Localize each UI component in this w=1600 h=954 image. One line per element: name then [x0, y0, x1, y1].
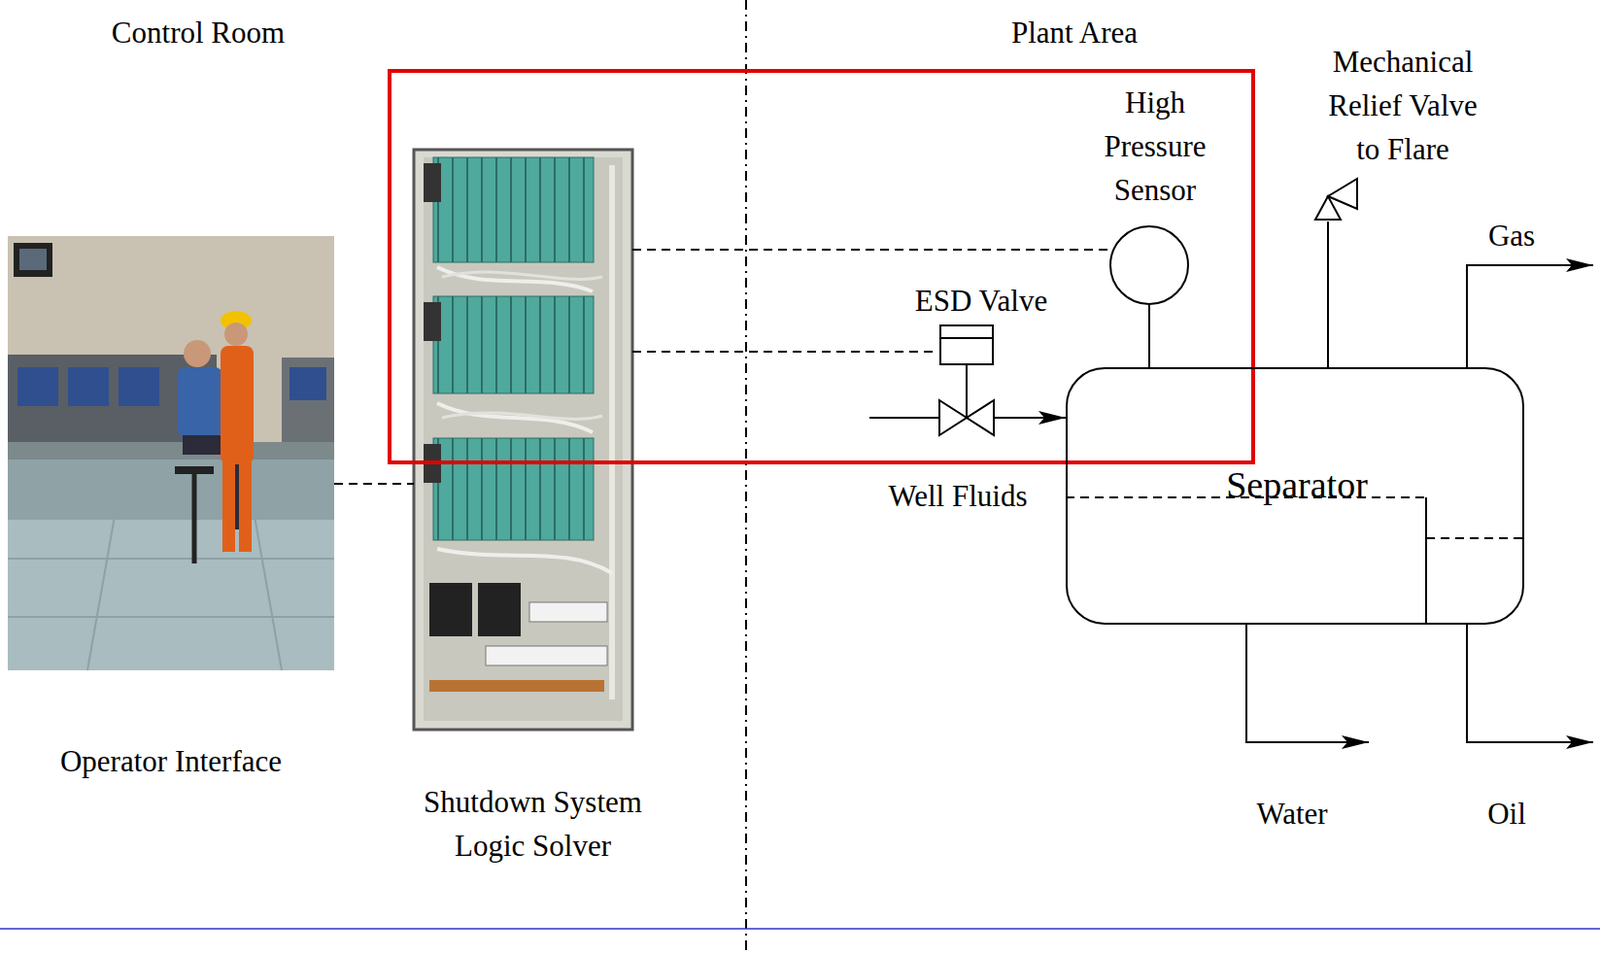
node-label: ESD Valve: [915, 278, 1048, 323]
footer-rule: [0, 927, 1600, 930]
signal-line: [632, 350, 939, 353]
separator-vessel: Separator: [1065, 367, 1525, 625]
esd-valve-outline: [938, 324, 995, 438]
signal-line: [632, 248, 1113, 251]
node-label: High Pressure Sensor: [1077, 80, 1233, 212]
operator-body: [177, 367, 223, 438]
console: [281, 357, 335, 445]
process-line: [1327, 221, 1329, 368]
valve-stem: [965, 364, 968, 418]
tv-screen: [19, 248, 47, 271]
operator-head: [183, 340, 211, 368]
area-label: Gas: [1485, 213, 1538, 258]
node-label: Separator: [1225, 461, 1368, 509]
io-rack: [433, 157, 594, 263]
oil-level: [1426, 537, 1525, 540]
wiring: [442, 412, 603, 419]
area-label: Well Fluids: [885, 474, 1030, 518]
relief-triangle: [1327, 178, 1358, 209]
water-outlet: [1246, 624, 1369, 743]
power-module: [423, 163, 442, 203]
earth-bar: [429, 680, 605, 692]
sensor-circle: [1110, 226, 1189, 305]
floor-tile: [7, 615, 335, 618]
console-screen: [68, 367, 109, 407]
terminal-row: [485, 646, 608, 666]
room-wall: [7, 236, 335, 671]
wiring: [437, 548, 613, 574]
io-rack: [433, 438, 594, 541]
wiring: [442, 272, 603, 279]
gas-outlet: [1466, 265, 1594, 368]
weir: [1425, 497, 1428, 625]
area-label: Water: [1253, 791, 1330, 836]
zone-divider: [745, 0, 748, 954]
area-label: Oil: [1484, 791, 1530, 836]
engineer-body: [220, 345, 254, 465]
esd-valve: ESD Valve: [938, 324, 995, 438]
console-screen: [118, 367, 160, 407]
desk-body: [7, 459, 335, 520]
area-label: Plant Area: [1008, 10, 1141, 55]
node-label: Mechanical Relief Valve to Flare: [1315, 39, 1491, 171]
engineer-head: [224, 322, 248, 346]
floor-tile: [252, 505, 282, 671]
power-module: [423, 302, 442, 341]
valve-body: [939, 400, 967, 436]
node-label: Operator Interface: [60, 739, 282, 783]
operator-interface: Operator Interface: [7, 236, 335, 671]
io-rack: [433, 296, 594, 394]
process-line: [1148, 305, 1151, 368]
stool: [192, 474, 198, 564]
relief-valve: Mechanical Relief Valve to Flare: [1306, 174, 1365, 222]
terminal-row: [529, 602, 608, 622]
logic-solver: Shutdown System Logic Solver: [413, 149, 633, 730]
area-label: Control Room: [108, 10, 288, 55]
relay-block: [477, 582, 521, 637]
engineer-legs: [238, 462, 252, 552]
signal-line: [334, 482, 414, 485]
engineer-legs: [222, 462, 236, 552]
cabinet-back: [423, 157, 623, 721]
desk-top: [7, 442, 335, 460]
valve-body: [966, 400, 994, 436]
relief-valve-outline: [1306, 174, 1365, 222]
wiring: [609, 165, 615, 700]
valve-actuator: [940, 325, 993, 365]
room-floor: [7, 505, 335, 671]
cabinet: [413, 149, 633, 730]
stool: [174, 466, 214, 475]
inlet-pipe: [869, 416, 939, 419]
floor-tile: [87, 505, 117, 671]
floor-tile: [7, 557, 335, 560]
sif-boundary: [389, 70, 1254, 463]
process-line: [994, 416, 1066, 419]
actuator-line: [940, 337, 993, 340]
console-screen: [289, 367, 327, 401]
relay-block: [429, 582, 473, 637]
node-label: Shutdown System Logic Solver: [407, 780, 660, 868]
pressure-sensor: High Pressure Sensor: [1109, 225, 1190, 306]
oil-outlet: [1466, 624, 1594, 743]
tv-monitor: [13, 242, 53, 277]
pressure-sensor-outline: [1109, 225, 1190, 306]
console-screen: [17, 367, 59, 407]
